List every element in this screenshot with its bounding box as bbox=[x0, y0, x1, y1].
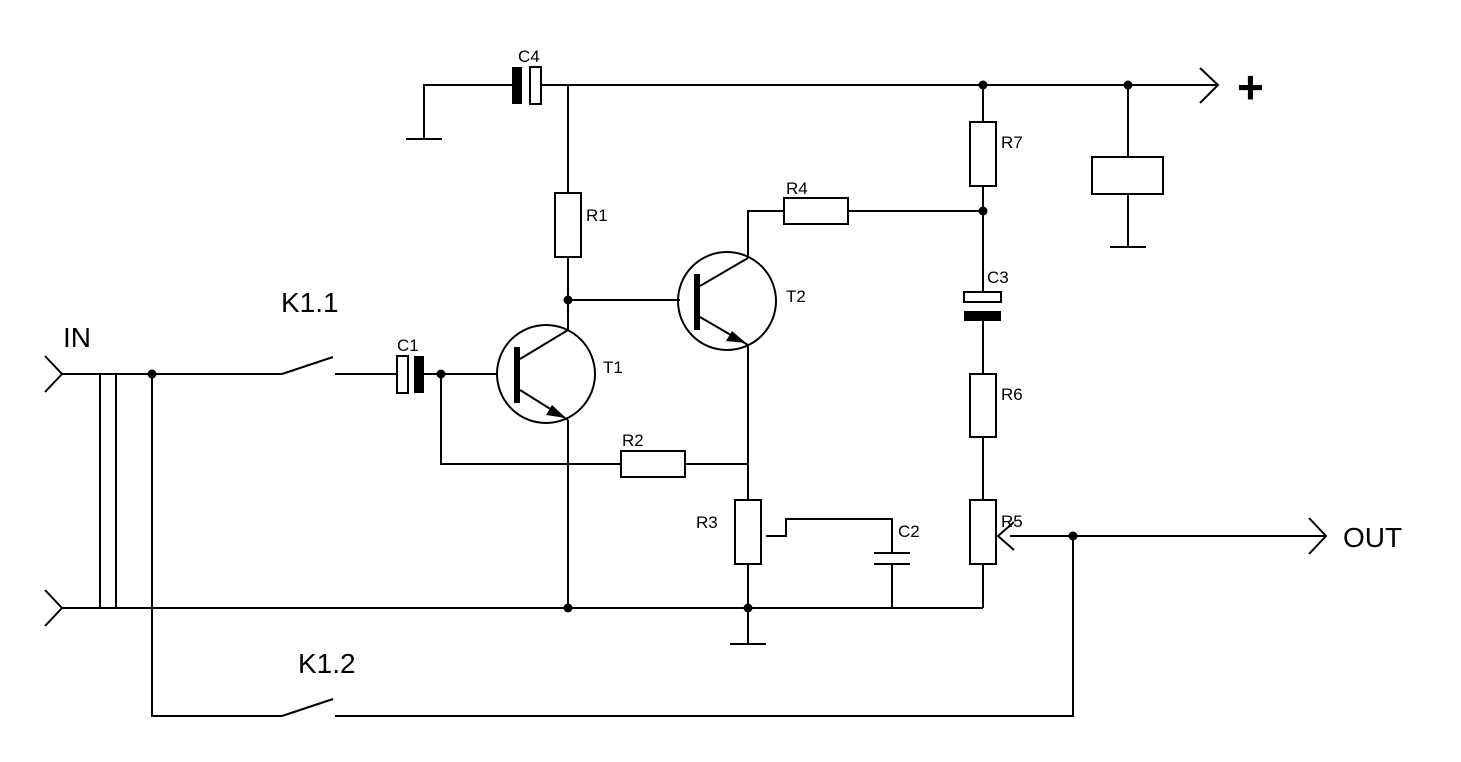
switch-k1-1-label: K1.1 bbox=[281, 287, 339, 318]
resistor-r6 bbox=[969, 373, 997, 438]
t2-label: T2 bbox=[786, 287, 806, 306]
resistor-r7 bbox=[969, 121, 997, 187]
resistor-r3 bbox=[734, 499, 762, 565]
switch-k1-2-label: K1.2 bbox=[298, 648, 356, 679]
r2-label: R2 bbox=[622, 431, 644, 450]
transistor-t1 bbox=[496, 324, 596, 424]
capacitor-c1 bbox=[396, 355, 424, 394]
ground-symbols bbox=[406, 132, 1146, 645]
supply-plus-label: + bbox=[1237, 61, 1264, 113]
switch-k1-2 bbox=[281, 698, 334, 717]
r6-label: R6 bbox=[1001, 385, 1023, 404]
transistor-t2 bbox=[677, 251, 777, 351]
relay-coil bbox=[1091, 156, 1164, 195]
c2-label: C2 bbox=[898, 522, 920, 541]
r5-label: R5 bbox=[1001, 512, 1023, 531]
switch-k1-1 bbox=[281, 356, 334, 375]
c4-label: C4 bbox=[518, 47, 540, 66]
resistor-r2 bbox=[620, 450, 686, 478]
c1-label: C1 bbox=[397, 336, 419, 355]
terminal-arrows bbox=[44, 67, 1328, 627]
capacitor-c3 bbox=[963, 291, 1002, 321]
r1-label: R1 bbox=[586, 206, 608, 225]
resistor-r4 bbox=[783, 197, 849, 225]
resistor-r1 bbox=[554, 192, 582, 258]
r5-wiper-arrow bbox=[996, 521, 1015, 551]
c3-label: C3 bbox=[987, 268, 1009, 287]
capacitor-c4 bbox=[512, 66, 542, 105]
r3-label: R3 bbox=[696, 513, 718, 532]
r4-label: R4 bbox=[786, 179, 808, 198]
input-label: IN bbox=[63, 322, 91, 353]
capacitor-c2 bbox=[874, 552, 910, 565]
resistor-r5 bbox=[969, 499, 997, 565]
output-label: OUT bbox=[1343, 522, 1402, 553]
t1-label: T1 bbox=[603, 358, 623, 377]
junction-dots bbox=[147, 80, 1133, 613]
wires bbox=[62, 84, 1326, 717]
r7-label: R7 bbox=[1001, 133, 1023, 152]
